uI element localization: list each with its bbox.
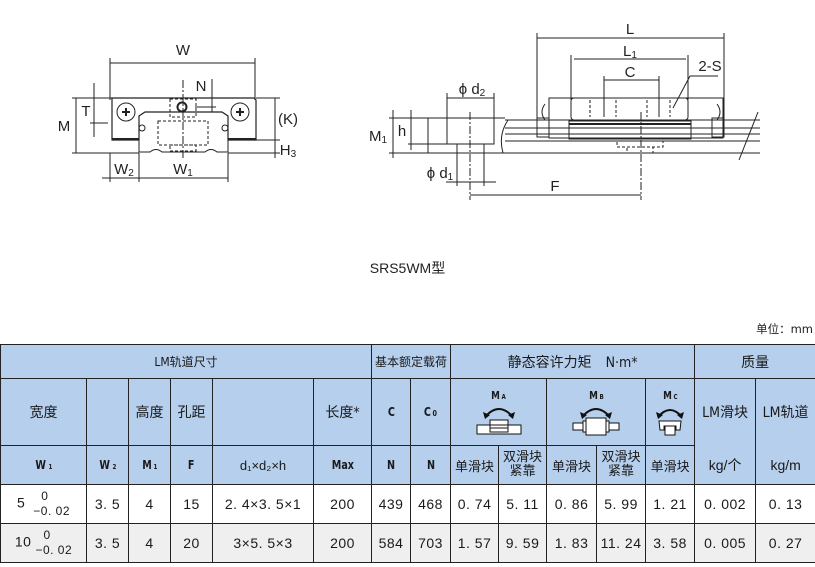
- cell-block-mass: 0. 005: [694, 523, 757, 563]
- header-height: 高度: [128, 378, 171, 446]
- header-block-mass: LM滑块 kg/个: [694, 378, 757, 485]
- cell-ma-double: 5. 11: [498, 484, 548, 524]
- header-w2-empty: [86, 378, 129, 446]
- spec-table: LM轨道尺寸 基本额定载荷 静态容许力矩 N·m* 质量 宽度 高度 孔距 长度…: [0, 344, 815, 563]
- pitching-moment-icon: [476, 407, 522, 434]
- cell-f: 15: [170, 484, 213, 524]
- cell-ma-single: 1. 57: [450, 523, 500, 563]
- header-static-moment: 静态容许力矩 N·m*: [450, 344, 696, 379]
- cell-dxdxh: 3×5. 5×3: [212, 523, 314, 563]
- header-pitch: 孔距: [170, 378, 213, 446]
- cell-m1: 4: [128, 484, 171, 524]
- technical-drawing: W N T M (K) H3 W2 W1 L L1 C 2-S ϕ d2 ϕ d…: [58, 21, 760, 200]
- dim-t-label: T: [81, 103, 90, 120]
- cell-rail-mass: 0. 27: [755, 523, 815, 563]
- header-hole-empty: [212, 378, 314, 446]
- cell-c0: 468: [410, 484, 452, 524]
- yawing-moment-icon: [572, 407, 620, 435]
- sym-mb-single: 单滑块: [546, 445, 598, 485]
- dim-2s-label: 2-S: [698, 58, 721, 75]
- sym-c0-unit: N: [410, 445, 452, 485]
- cell-w2: 3. 5: [86, 484, 129, 524]
- cell-c: 439: [371, 484, 412, 524]
- dim-h3-label: H3: [280, 142, 297, 160]
- model-name: SRS5WM型: [369, 260, 446, 276]
- cell-mb-double: 11. 24: [596, 523, 647, 563]
- dim-h-label: h: [398, 123, 406, 140]
- dim-n-label: N: [196, 78, 207, 95]
- cell-block-mass: 0. 002: [694, 484, 757, 524]
- cell-ma-single: 0. 74: [450, 484, 500, 524]
- dim-w2-label: W2: [114, 161, 134, 179]
- rolling-moment-icon: [656, 408, 685, 435]
- cell-mc-single: 1. 21: [645, 484, 696, 524]
- dim-m-label: M: [58, 118, 71, 135]
- cell-c0: 703: [410, 523, 452, 563]
- sym-dxdxh: d₁×d₂×h: [212, 445, 314, 485]
- dim-k-label: (K): [278, 111, 298, 128]
- dim-f-label: F: [550, 178, 559, 195]
- header-row-groups: LM轨道尺寸 基本额定载荷 静态容许力矩 N·m* 质量: [0, 344, 815, 379]
- sym-ma-single: 单滑块: [450, 445, 500, 485]
- cell-m1: 4: [128, 523, 171, 563]
- sym-mb-double: 双滑块紧靠: [596, 445, 647, 485]
- header-rail-mass: LM轨道 kg/m: [755, 378, 815, 485]
- front-view: [72, 58, 280, 182]
- cell-mb-single: 1. 83: [546, 523, 598, 563]
- cell-f: 20: [170, 523, 213, 563]
- header-c: C: [371, 378, 412, 446]
- sym-ma-double: 双滑块紧靠: [498, 445, 548, 485]
- cell-mb-single: 0. 86: [546, 484, 598, 524]
- dim-w-label: W: [176, 42, 191, 59]
- sym-max: Max: [312, 445, 373, 485]
- header-length: 长度*: [312, 378, 373, 446]
- sym-mc-single: 单滑块: [645, 445, 696, 485]
- cell-mb-double: 5. 99: [596, 484, 647, 524]
- cell-dxdxh: 2. 4×3. 5×1: [212, 484, 314, 524]
- header-basic-load: 基本额定载荷: [371, 344, 452, 379]
- dim-c-label: C: [625, 64, 636, 81]
- dim-m1-label: M1: [369, 128, 388, 146]
- unit-note: 单位：mm: [756, 322, 813, 336]
- header-c0: C0: [410, 378, 452, 446]
- header-mass: 质量: [694, 344, 815, 379]
- cell-c: 584: [371, 523, 412, 563]
- sym-c-unit: N: [371, 445, 412, 485]
- header-width: 宽度: [0, 378, 87, 446]
- dim-w1-label: W1: [173, 161, 193, 179]
- dim-d1-label: ϕ d1: [427, 165, 454, 183]
- cell-rail-mass: 0. 13: [755, 484, 815, 524]
- dim-l-label: L: [626, 21, 634, 38]
- dim-d2-label: ϕ d2: [459, 81, 486, 99]
- header-rail-dims: LM轨道尺寸: [0, 344, 373, 379]
- side-view: [389, 33, 760, 200]
- cell-max: 200: [312, 523, 373, 563]
- cell-mc-single: 3. 58: [645, 523, 696, 563]
- cell-w2: 3. 5: [86, 523, 129, 563]
- cell-ma-double: 9. 59: [498, 523, 548, 563]
- cell-max: 200: [312, 484, 373, 524]
- sym-f: F: [170, 445, 213, 485]
- dim-l1-label: L1: [623, 43, 637, 61]
